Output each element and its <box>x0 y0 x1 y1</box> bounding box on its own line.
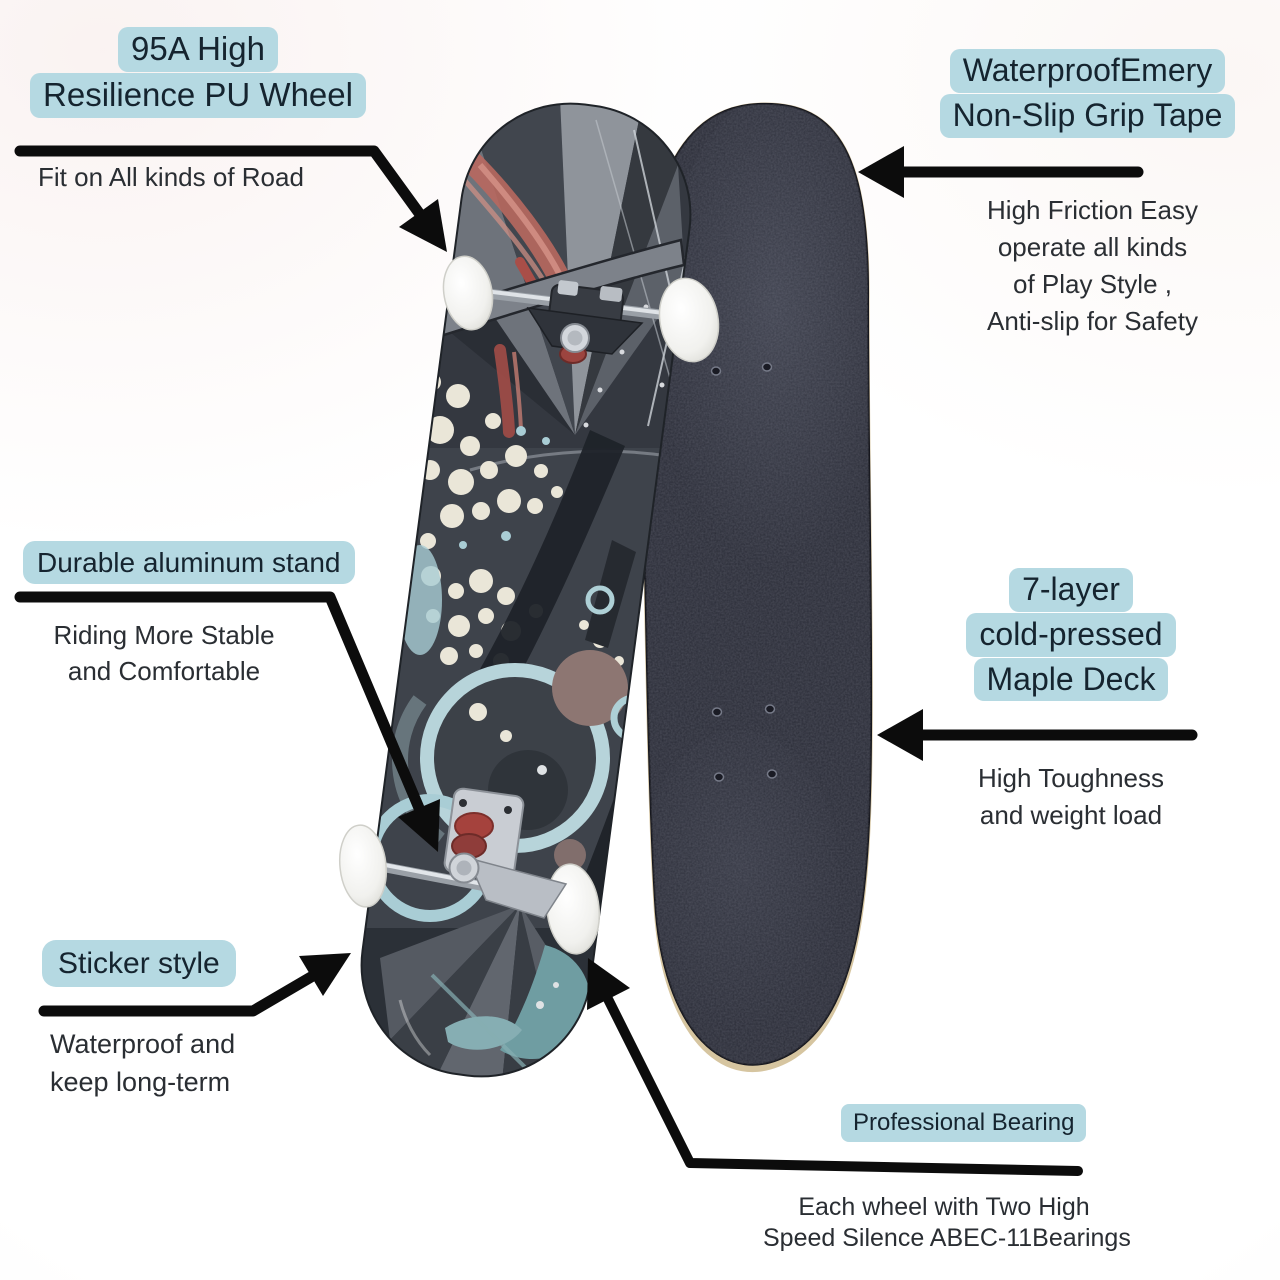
arrow-aluminum-stand <box>14 591 425 814</box>
arrowhead-maple-deck <box>877 709 923 761</box>
pu-wheel-title-line1: 95A High <box>118 27 278 72</box>
callout-sticker-style-title: Sticker style <box>42 940 236 988</box>
bearing-desc-line2: Speed Silence ABEC-11Bearings <box>763 1224 1131 1252</box>
grip-tape-desc-line4: Anti-slip for Safety <box>987 306 1198 336</box>
wheel <box>338 824 388 908</box>
aluminum-stand-title-line1: Durable aluminum stand <box>23 541 355 585</box>
grip-tape-title-line1: WaterproofEmery <box>949 49 1226 93</box>
callout-pu-wheel-description: Fit on All kinds of Road <box>38 162 304 193</box>
pu-wheel-desc-line1: Fit on All kinds of Road <box>38 162 304 192</box>
maple-deck-desc-line2: and weight load <box>979 800 1163 830</box>
callout-maple-deck-description: High Toughness and weight load <box>928 760 1214 834</box>
callout-aluminum-stand-title: Durable aluminum stand <box>23 541 355 585</box>
arrowhead-pu-wheel <box>399 199 447 252</box>
callout-grip-tape-title: WaterproofEmery Non-Slip Grip Tape <box>915 49 1260 138</box>
callout-maple-deck-title: 7-layer cold-pressed Maple Deck <box>928 568 1214 702</box>
arrowhead-sticker-style <box>299 953 351 996</box>
deck-outline <box>360 102 692 1078</box>
callout-arrows <box>14 145 1198 1176</box>
front-truck <box>442 255 720 364</box>
callout-sticker-style-description: Waterproof and keep long-term <box>50 1025 235 1101</box>
callout-bearing-title: Professional Bearing <box>841 1104 1087 1143</box>
pu-wheel-title-line2: Resilience PU Wheel <box>30 72 366 118</box>
truck-bolt-holes <box>710 362 778 782</box>
sticker-style-title-line1: Sticker style <box>42 940 236 988</box>
callout-grip-tape-description: High Friction Easy operate all kinds of … <box>935 192 1250 340</box>
bearing-title-line1: Professional Bearing <box>841 1104 1087 1143</box>
maple-deck-desc-line1: High Toughness <box>978 763 1164 793</box>
grip-tape-title-line2: Non-Slip Grip Tape <box>939 93 1236 138</box>
sticker-style-desc-line1: Waterproof and <box>50 1029 236 1059</box>
callout-aluminum-stand-description: Riding More Stable and Comfortable <box>18 617 310 689</box>
sticker-style-desc-line2: keep long-term <box>50 1067 231 1097</box>
maple-deck-title-line1: 7-layer <box>1009 568 1133 612</box>
wheel <box>658 277 720 363</box>
grip-tape-desc-line2: operate all kinds <box>997 232 1188 262</box>
arrow-sticker-style <box>38 971 317 1017</box>
rear-truck <box>338 787 601 955</box>
arrowhead-bearing <box>587 958 630 1010</box>
callout-bearing-description: Each wheel with Two High Speed Silence A… <box>763 1192 1131 1254</box>
maple-deck-title-line3: Maple Deck <box>973 657 1169 702</box>
arrow-bearing <box>603 994 1083 1176</box>
grip-tape-desc-line3: of Play Style , <box>1013 269 1172 299</box>
maple-deck-title-line2: cold-pressed <box>966 612 1176 657</box>
arrow-pu-wheel <box>14 145 425 219</box>
arrowhead-aluminum-stand <box>398 799 440 852</box>
bearing-desc-line1: Each wheel with Two High <box>798 1193 1090 1221</box>
wheel <box>442 255 494 331</box>
arrowhead-grip-tape <box>858 146 904 198</box>
grip-tape-desc-line1: High Friction Easy <box>987 195 1198 225</box>
aluminum-stand-desc-line2: and Comfortable <box>67 656 261 686</box>
aluminum-stand-desc-line1: Riding More Stable <box>53 620 275 650</box>
callout-pu-wheel-title: 95A High Resilience PU Wheel <box>12 27 384 118</box>
